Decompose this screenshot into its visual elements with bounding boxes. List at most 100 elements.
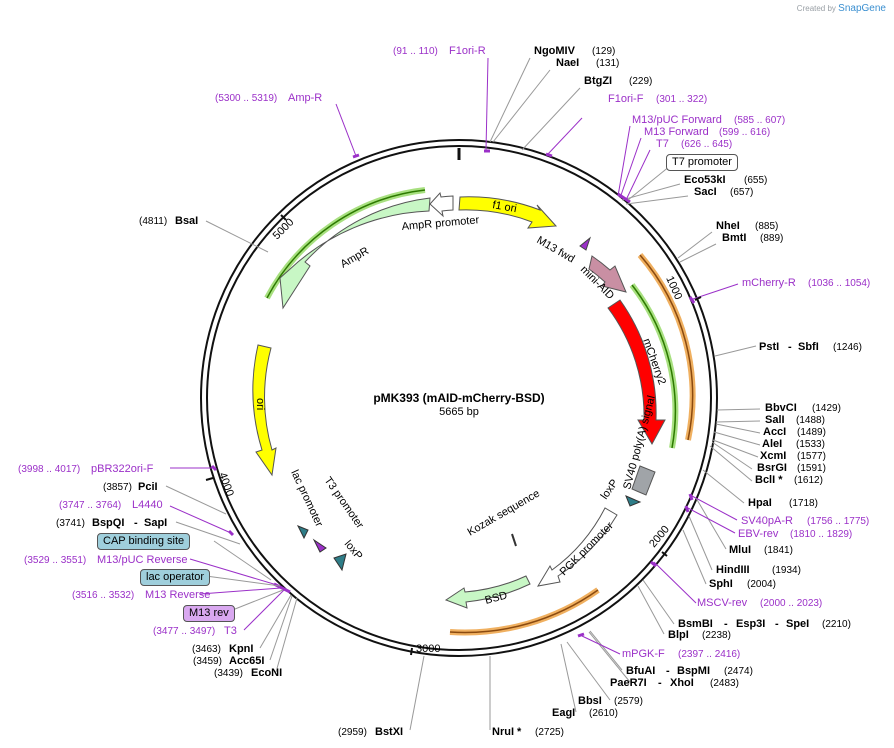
label-f1-ori: f1 ori	[491, 199, 517, 215]
enzyme-bsmbi-pos: (2210)	[822, 619, 851, 630]
enzyme-bstxi-pos: (2959)	[338, 727, 367, 738]
enzyme-acc65i-pos: (3459)	[193, 656, 222, 667]
feature-sv40-polya	[631, 465, 656, 496]
enzyme-hindiii: HindIII	[716, 564, 750, 576]
leader-t7-promoter	[627, 165, 671, 201]
primer-mscv-rev: MSCV-rev	[697, 597, 748, 609]
enzyme-acc65i: Acc65I	[229, 655, 264, 667]
enzyme-bspqi-sep: -	[134, 517, 138, 529]
primer-ticks	[210, 149, 696, 638]
primer-pbr322: pBR322ori-F	[91, 463, 154, 475]
feature-f1-ori	[458, 196, 558, 229]
primer-t3: T3	[224, 625, 237, 637]
enzyme-mlui: MluI	[729, 544, 751, 556]
primer-sv40pa-r-pos: (1756 .. 1775)	[807, 516, 869, 527]
enzyme-eco53ki: Eco53kI	[684, 174, 726, 186]
enzyme-blpi-pos: (2238)	[702, 630, 731, 641]
enzyme-eco53ki-pos: (655)	[744, 175, 767, 186]
enzyme-sbfi: SbfI	[798, 341, 819, 353]
enzyme-esp3i: Esp3I	[736, 618, 765, 630]
label-lac-operator: lac operator	[140, 569, 211, 586]
enzyme-hindiii-pos: (1934)	[772, 565, 801, 576]
enzyme-bbsi: BbsI	[578, 695, 602, 707]
enzyme-bfuai-pos: (2474)	[724, 666, 753, 677]
enzyme-sali-pos: (1488)	[796, 415, 825, 426]
feature-loxp-right-glyph	[625, 495, 642, 507]
primer-m13puc-fwd-pos: (585 .. 607)	[734, 115, 785, 126]
credit-prefix: Created by	[796, 4, 836, 13]
primer-sv40pa-r: SV40pA-R	[741, 515, 793, 527]
label-m13-rev: M13 rev	[183, 605, 235, 622]
enzyme-nrui: NruI *	[492, 726, 522, 738]
enzyme-alei: AleI	[762, 438, 782, 450]
leader-m13rev	[229, 589, 284, 612]
enzyme-econi-pos: (3439)	[214, 668, 243, 679]
enzyme-saci: SacI	[694, 186, 717, 198]
enzyme-eagi: EagI	[552, 707, 575, 719]
enzyme-sali: SalI	[765, 414, 785, 426]
primer-pbr322-pos: (3998 .. 4017)	[18, 464, 80, 475]
enzyme-naei: NaeI	[556, 57, 579, 69]
enzyme-esp3i-sep: -	[775, 618, 779, 630]
enzyme-paer7i-pos: (2483)	[710, 678, 739, 689]
enzyme-hpai-pos: (1718)	[789, 498, 818, 509]
enzyme-labels: NgoMIV (129) NaeI (131) BtgZI (229) Eco5…	[56, 45, 862, 738]
leader-lacop	[205, 575, 281, 587]
enzyme-bsai: BsaI	[175, 215, 198, 227]
primer-mcherry-r-pos: (1036 .. 1054)	[808, 278, 870, 289]
label-bsd: BSD	[484, 589, 509, 606]
primer-m13-rev: M13 Reverse	[145, 589, 210, 601]
enzyme-bmti-pos: (889)	[760, 233, 783, 244]
feature-kozak-glyph	[511, 533, 517, 547]
snapgene-credit: Created by SnapGene	[797, 3, 886, 14]
enzyme-eagi-pos: (2610)	[589, 708, 618, 719]
enzyme-bsrgi-pos: (1591)	[797, 463, 826, 474]
primer-mpgk-f: mPGK-F	[622, 648, 665, 660]
enzyme-bbvci-pos: (1429)	[812, 403, 841, 414]
enzyme-acci: AccI	[763, 426, 786, 438]
primer-mpgk-f-pos: (2397 .. 2416)	[678, 649, 740, 660]
enzyme-bsmbi: BsmBI	[678, 618, 713, 630]
label-m13fwd: M13 fwd	[535, 234, 577, 265]
label-cap-binding-site: CAP binding site	[97, 533, 191, 550]
label-ampr-promoter: AmpR promoter	[401, 214, 480, 233]
primer-f1ori-r-pos: (91 .. 110)	[393, 46, 438, 57]
enzyme-nhei-pos: (885)	[755, 221, 778, 232]
primer-t7: T7	[656, 138, 669, 150]
label-kozak: Kozak sequence	[466, 488, 542, 539]
tick-5000: 5000	[271, 216, 297, 242]
plasmid-backbone	[200, 139, 718, 657]
primer-amp-r: Amp-R	[288, 92, 322, 104]
feature-bsd	[444, 575, 531, 609]
enzyme-sphi: SphI	[709, 578, 733, 590]
feature-ampr	[279, 197, 431, 310]
plasmid-size: 5665 bp	[439, 406, 479, 418]
primer-m13puc-fwd: M13/pUC Forward	[632, 114, 722, 126]
primer-m13-fwd: M13 Forward	[644, 126, 709, 138]
feature-loxp-left-glyph	[333, 553, 347, 572]
label-pgk: PGK promoter	[558, 520, 616, 578]
enzyme-sphi-pos: (2004)	[747, 579, 776, 590]
plasmid-backbone-inner	[206, 145, 712, 651]
feature-pgk-promoter	[537, 507, 618, 587]
primer-l4440: L4440	[132, 499, 163, 511]
enzyme-ngomiv: NgoMIV	[534, 45, 576, 57]
enzyme-hpai: HpaI	[748, 497, 772, 509]
enzyme-bbsi-pos: (2579)	[614, 696, 643, 707]
feature-t3-glyph	[312, 538, 327, 553]
enzyme-btgzi-pos: (229)	[629, 76, 652, 87]
enzyme-bcli-pos: (1612)	[794, 475, 823, 486]
primer-ebv-rev: EBV-rev	[738, 528, 779, 540]
feature-ori	[252, 344, 277, 477]
label-ampr: AmpR	[339, 245, 372, 271]
label-t7-promoter: T7 promoter	[666, 154, 738, 171]
enzyme-xhoi: XhoI	[670, 677, 694, 689]
enzyme-psti: PstI	[759, 341, 779, 353]
label-lac-promoter: lac promoter	[288, 468, 325, 529]
label-ori: ori	[254, 398, 266, 410]
primer-f1ori-r: F1ori-R	[449, 45, 486, 57]
feature-ampr-promoter	[429, 191, 454, 218]
enzyme-bfuai: BfuAI	[626, 665, 655, 677]
orf-arc-bsd-inner	[449, 589, 599, 634]
